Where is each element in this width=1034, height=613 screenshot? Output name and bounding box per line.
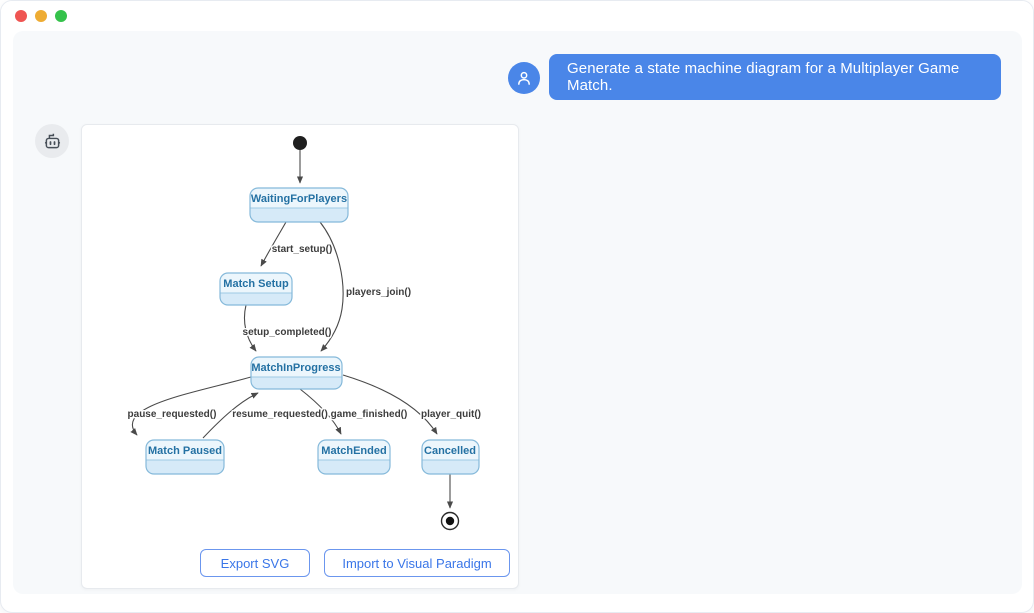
diagram-card: start_setup() players_join() setup_compl…: [81, 124, 519, 589]
bot-avatar: [35, 124, 69, 158]
edge-label: setup_completed(): [243, 327, 332, 338]
user-icon: [514, 68, 534, 88]
close-window-button[interactable]: [15, 10, 27, 22]
state-machine-diagram: start_setup() players_join() setup_compl…: [82, 125, 520, 541]
state-node-matchended: MatchEnded: [318, 440, 390, 474]
edge-label: players_join(): [346, 287, 411, 298]
state-name: MatchEnded: [321, 445, 386, 457]
maximize-window-button[interactable]: [55, 10, 67, 22]
final-state: [442, 513, 459, 530]
transition-player-quit: [343, 375, 437, 434]
import-visual-paradigm-button[interactable]: Import to Visual Paradigm: [324, 549, 510, 577]
state-node-cancelled: Cancelled: [422, 440, 479, 474]
robot-icon: [42, 131, 63, 152]
edge-label: game_finished(): [331, 409, 408, 420]
edge-label: resume_requested(): [232, 409, 328, 420]
state-name: WaitingForPlayers: [251, 193, 347, 205]
window-titlebar: [1, 1, 1033, 31]
state-name: Match Setup: [223, 278, 289, 290]
state-name: Match Paused: [148, 445, 222, 457]
state-node-waitingforplayers: WaitingForPlayers: [250, 188, 348, 222]
state-node-match-setup: Match Setup: [220, 273, 292, 305]
state-node-matchinprogress: MatchInProgress: [251, 357, 342, 389]
initial-state: [293, 136, 307, 150]
edge-label: start_setup(): [272, 244, 333, 255]
export-svg-button[interactable]: Export SVG: [200, 549, 310, 577]
transition-pause-requested: [132, 377, 251, 435]
user-message-bubble: Generate a state machine diagram for a M…: [549, 54, 1001, 100]
edge-label: player_quit(): [421, 409, 481, 420]
user-avatar: [508, 62, 540, 94]
state-name: Cancelled: [424, 445, 476, 457]
state-name: MatchInProgress: [251, 362, 340, 374]
edge-label: pause_requested(): [128, 409, 217, 420]
minimize-window-button[interactable]: [35, 10, 47, 22]
state-node-match-paused: Match Paused: [146, 440, 224, 474]
